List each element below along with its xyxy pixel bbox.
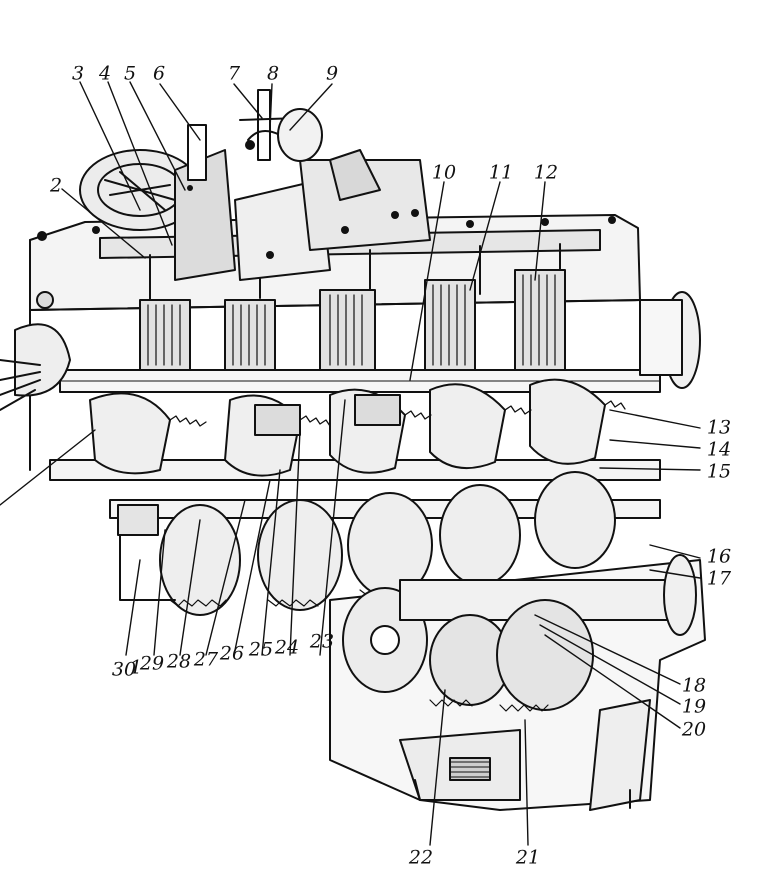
lower-gear-row xyxy=(109,471,661,616)
callout-2: 2 xyxy=(49,174,63,197)
leader-lines xyxy=(0,81,701,846)
callout-4: 4 xyxy=(98,62,112,85)
callout-23: 23 xyxy=(309,630,335,653)
callout-13: 13 xyxy=(706,416,732,439)
callout-8: 8 xyxy=(266,62,280,85)
callout-19: 19 xyxy=(681,695,707,718)
callout-20: 20 xyxy=(681,718,707,741)
callout-17: 17 xyxy=(706,567,732,590)
callout-28: 28 xyxy=(166,650,192,673)
callout-24: 24 xyxy=(274,636,300,659)
callout-1: 1 xyxy=(129,656,143,679)
callout-10: 10 xyxy=(431,161,457,184)
callout-7: 7 xyxy=(227,62,241,85)
callout-16: 16 xyxy=(706,545,732,568)
callout-22: 22 xyxy=(408,846,434,869)
callout-5: 5 xyxy=(123,62,137,85)
callout-9: 9 xyxy=(325,62,339,85)
callout-29: 29 xyxy=(139,652,165,675)
callout-18: 18 xyxy=(681,674,707,697)
callout-12: 12 xyxy=(533,161,559,184)
upper-housing xyxy=(29,89,641,471)
callout-27: 27 xyxy=(193,648,219,671)
callout-6: 6 xyxy=(152,62,166,85)
lower-output-assembly xyxy=(329,554,706,811)
callout-25: 25 xyxy=(248,638,274,661)
callout-3: 3 xyxy=(71,62,85,85)
callout-14: 14 xyxy=(706,438,732,461)
callout-30: 30 xyxy=(111,658,137,681)
upper-shaft-assembly xyxy=(0,269,701,411)
callout-11: 11 xyxy=(488,161,514,184)
callout-26: 26 xyxy=(219,642,245,665)
callout-15: 15 xyxy=(706,460,732,483)
callout-21: 21 xyxy=(515,846,541,869)
middle-gear-row xyxy=(49,378,661,481)
